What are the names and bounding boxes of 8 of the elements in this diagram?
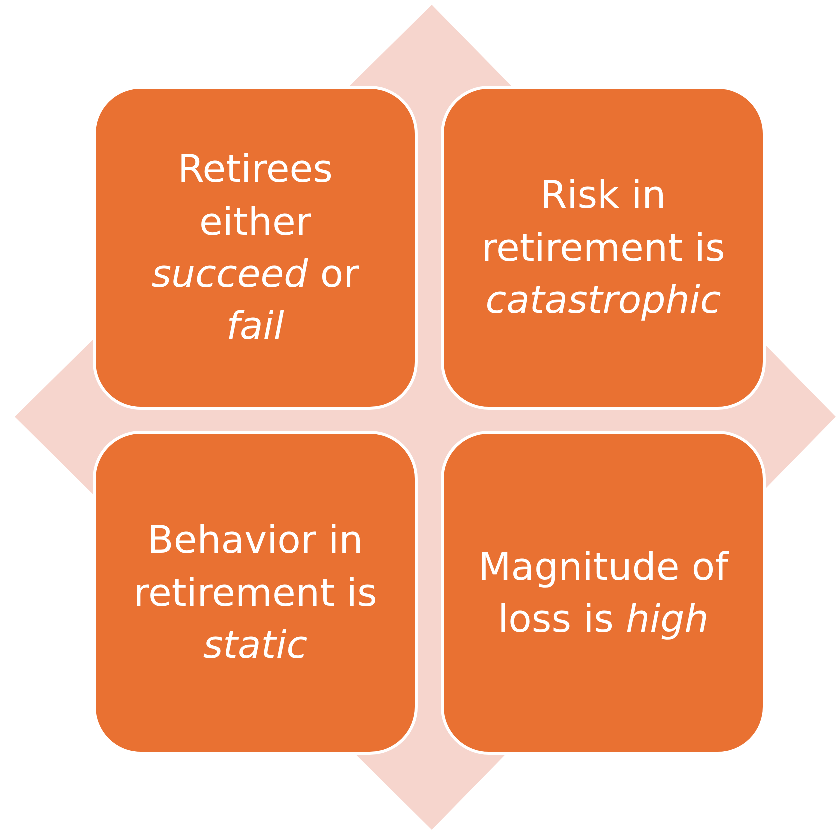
box-text: Magnitude of loss is high [477, 544, 730, 643]
rounded-box [441, 431, 766, 755]
box-text: Retirees either succeed or fail [150, 146, 360, 350]
box-text: Behavior in retirement is static [132, 517, 378, 670]
rounded-box [441, 86, 766, 410]
rounded-box [93, 431, 418, 755]
rounded-box [93, 86, 418, 410]
box-text: Risk in retirement is catastrophic [480, 172, 726, 324]
